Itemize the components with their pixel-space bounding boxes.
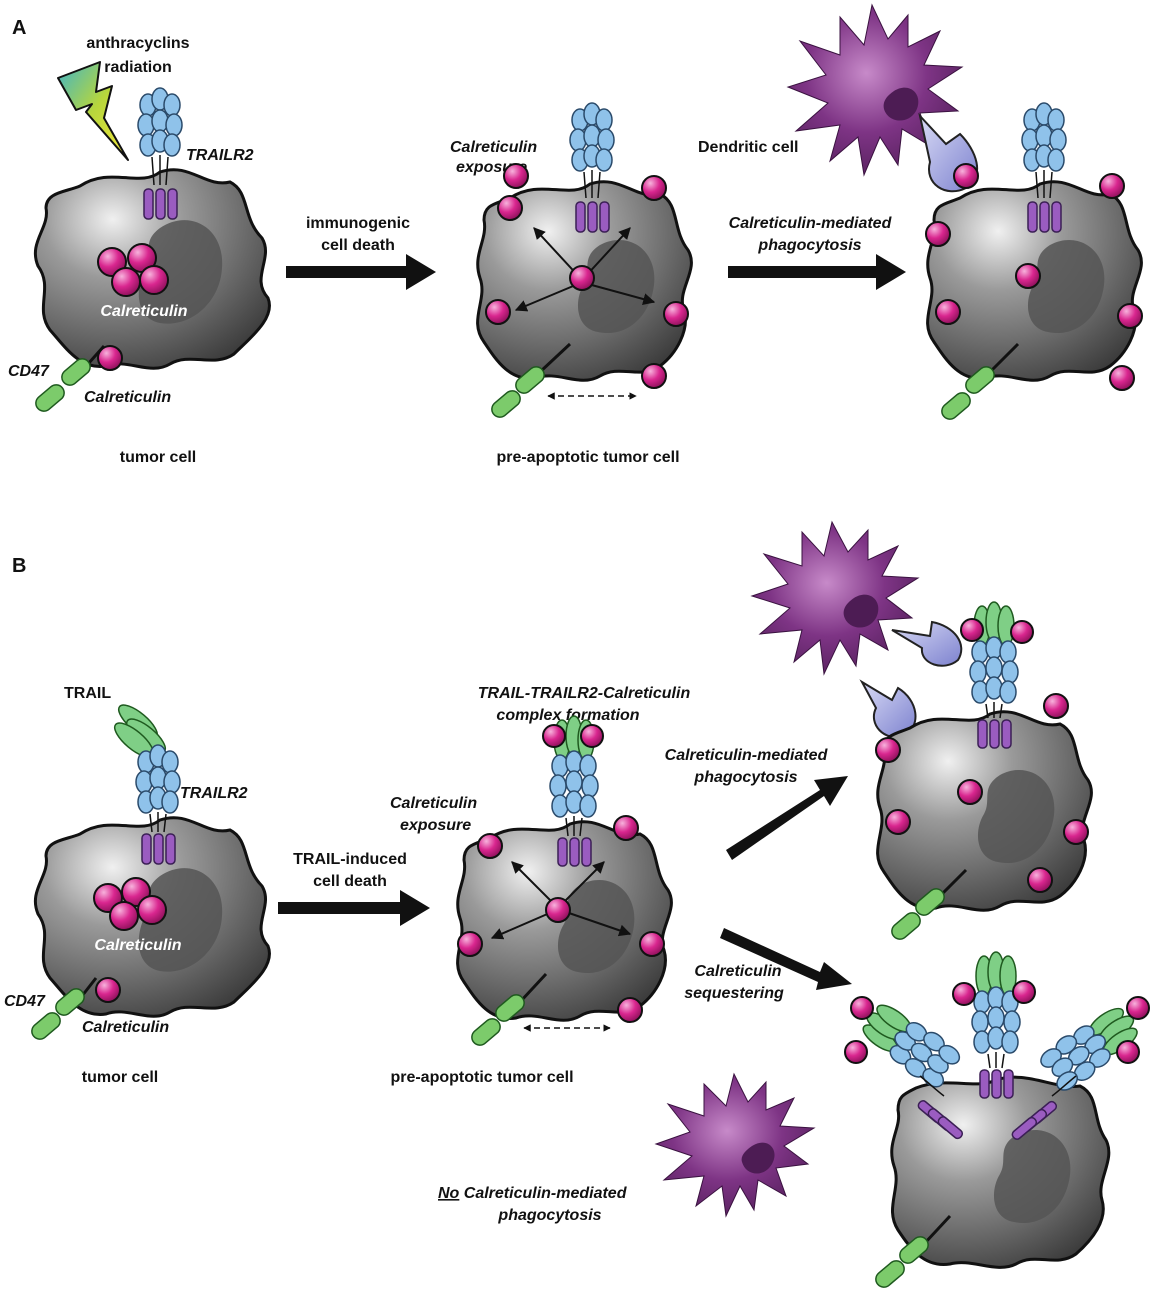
calreticulin-clump xyxy=(97,243,169,297)
dendritic-cell-icon xyxy=(786,3,964,177)
b-exposure-label-line2: exposure xyxy=(400,817,471,834)
sequestered-purple-receptors xyxy=(917,1100,1058,1140)
b-exposure-label-line1: Calreticulin xyxy=(390,795,477,812)
calreticulin-surface xyxy=(875,618,1089,893)
nucleus xyxy=(1027,239,1105,334)
no-phagocytosis-label-line1: No Calreticulin-mediated xyxy=(438,1185,628,1202)
trail-label: TRAIL xyxy=(64,685,111,702)
arrow-icon xyxy=(728,254,906,290)
calreticulin-surface xyxy=(925,163,1143,391)
pre-apoptotic-label-a: pre-apoptotic tumor cell xyxy=(496,449,679,466)
stimulus-label-line1: anthracyclins xyxy=(86,35,189,52)
calreticulin-clump xyxy=(93,877,167,931)
trailr2-receptor-cluster xyxy=(1021,102,1067,233)
stimulus-label-line2: radiation xyxy=(104,59,172,76)
cd47-receptor xyxy=(875,1214,952,1288)
no-phagocytosis-label-line2: phagocytosis xyxy=(497,1207,601,1224)
dc-receptor xyxy=(859,620,963,739)
calreticulin-surface xyxy=(485,163,689,389)
nucleus xyxy=(138,220,223,324)
dendritic-cell-icon xyxy=(750,520,920,676)
panel-b-label: B xyxy=(12,555,26,577)
cd47-receptor xyxy=(471,972,548,1046)
upper-path-label-line2: phagocytosis xyxy=(693,769,797,786)
b-arrow1-label-line2: cell death xyxy=(313,873,387,890)
pre-apoptotic-label-b: pre-apoptotic tumor cell xyxy=(390,1069,573,1086)
upper-path-label-line1: Calreticulin-mediated xyxy=(665,747,829,764)
no-rest: Calreticulin-mediated xyxy=(459,1185,627,1202)
nucleus xyxy=(977,769,1055,864)
dendritic-cell-icon xyxy=(654,1072,816,1218)
nucleus xyxy=(557,879,635,974)
sequestered-complex xyxy=(971,951,1021,1099)
b-arrow1-label-line1: TRAIL-induced xyxy=(293,851,407,868)
calreticulin-surface xyxy=(844,980,1150,1064)
cd47-receptor xyxy=(941,342,1020,420)
trailr2-label-b: TRAILR2 xyxy=(180,785,248,802)
complex-label-line1: TRAIL-TRAILR2-Calreticulin xyxy=(478,685,691,702)
cd47-receptor xyxy=(31,977,98,1040)
arrow1-label-line1: immunogenic xyxy=(306,215,410,232)
dendritic-cell-label: Dendritic cell xyxy=(698,139,798,156)
nucleus xyxy=(138,868,223,972)
lower-path-label-line1: Calreticulin xyxy=(694,963,781,980)
calreticulin-surface-label-b: Calreticulin xyxy=(82,1019,169,1036)
trailr2-receptor-cluster xyxy=(569,102,615,233)
complex-label-line2: complex formation xyxy=(496,707,639,724)
arrow2-label-line2: phagocytosis xyxy=(757,237,861,254)
cd47-receptor xyxy=(491,342,572,418)
calreticulin-inner-label: Calreticulin xyxy=(100,303,187,320)
trail-ligand xyxy=(113,704,167,758)
cd47-label-b: CD47 xyxy=(4,993,46,1010)
calreticulin-surface-label: Calreticulin xyxy=(84,389,171,406)
arrow-icon xyxy=(278,890,430,926)
calreticulin-inner-label-b: Calreticulin xyxy=(94,937,181,954)
no-word: No xyxy=(438,1185,460,1202)
arrow-icon xyxy=(286,254,436,290)
exposure-label-line1: Calreticulin xyxy=(450,139,537,156)
trailr2-receptor-cluster xyxy=(135,744,181,865)
nucleus xyxy=(993,1129,1071,1224)
tumor-cell-label-a: tumor cell xyxy=(120,449,196,466)
arrow-icon xyxy=(720,928,852,990)
cell-body xyxy=(876,710,1093,912)
sequestered-complex xyxy=(1040,1007,1138,1091)
lower-path-label-line2: sequestering xyxy=(684,985,784,1002)
cd47-label: CD47 xyxy=(8,363,50,380)
arrow1-label-line2: cell death xyxy=(321,237,395,254)
tumor-cell-b3 xyxy=(876,710,1093,912)
cd47-receptor xyxy=(891,868,968,940)
calreticulin-surface xyxy=(97,345,123,371)
trailr2-receptor-cluster xyxy=(137,87,183,220)
calreticulin-surface xyxy=(95,977,121,1003)
lightning-bolt-icon xyxy=(57,61,129,161)
calreticulin-exposure-arrows xyxy=(490,861,632,940)
panel-a-label: A xyxy=(12,17,26,39)
tumor-cell-label-b: tumor cell xyxy=(82,1069,158,1086)
arrow-icon xyxy=(726,776,848,860)
arrow2-label-line1: Calreticulin-mediated xyxy=(729,215,893,232)
calreticulin-surface xyxy=(457,724,665,1023)
sequestered-linkers xyxy=(919,1075,1077,1097)
trailr2-label: TRAILR2 xyxy=(186,147,254,164)
